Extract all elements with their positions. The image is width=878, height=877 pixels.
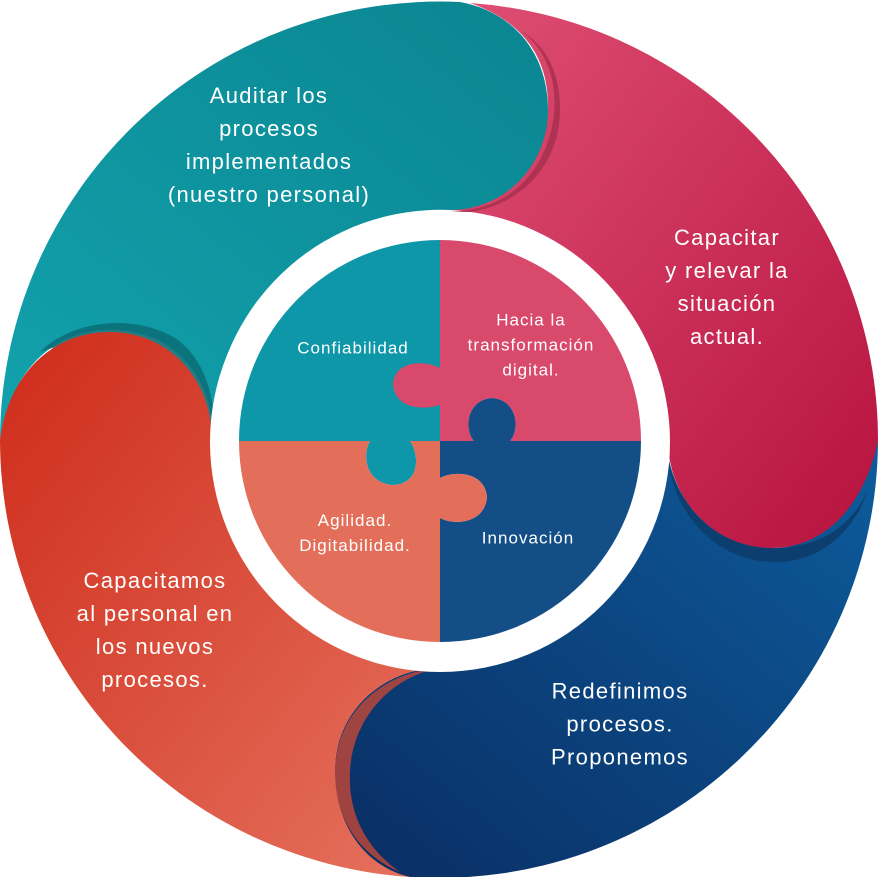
segment-train <box>450 3 878 548</box>
label-teach: Capacitamos al personal en los nuevos pr… <box>76 568 234 692</box>
label-puzzle-top-right: Hacia la transformación digital. <box>467 310 595 380</box>
label-redefine: Redefinimos procesos. Proponemos <box>551 678 689 770</box>
puzzle-piece-bottom-right <box>440 398 641 642</box>
label-puzzle-bottom-left: Agilidad. Digitabilidad. <box>299 511 411 555</box>
label-train: Capacitar y relevar la situación actual. <box>665 225 789 349</box>
puzzle <box>239 240 641 642</box>
puzzle-piece-top-left <box>239 240 440 485</box>
puzzle-piece-top-right <box>393 240 641 441</box>
label-puzzle-bottom-right: Innovación <box>481 528 575 548</box>
label-audit: Auditar los procesos implementados (nues… <box>167 83 371 207</box>
segment-teach <box>0 332 440 877</box>
segment-teach-shadow <box>335 668 440 872</box>
label-puzzle-top-left: Confiabilidad <box>297 338 409 358</box>
puzzle-piece-bottom-left <box>239 441 487 642</box>
segment-redefine-shadow <box>668 460 868 563</box>
